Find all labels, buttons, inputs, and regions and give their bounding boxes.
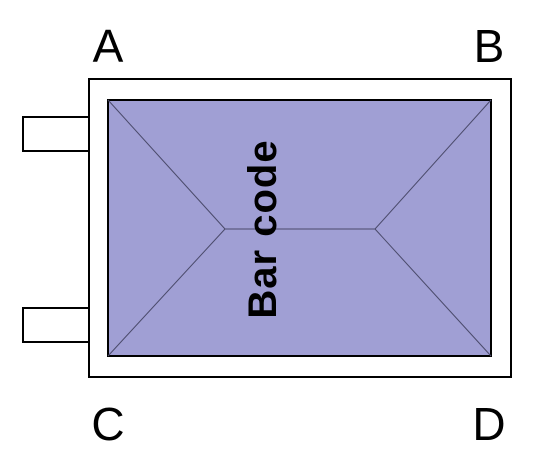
corner-label-c: C: [91, 398, 124, 450]
corner-label-d: D: [472, 398, 505, 450]
bottom-side-tab: [22, 307, 90, 343]
face-lines: [107, 99, 492, 357]
corner-label-b: B: [474, 20, 505, 72]
barcode-label: Bar code: [241, 139, 285, 318]
barcode-area: [107, 99, 492, 357]
corner-label-a: A: [93, 20, 124, 72]
top-side-tab: [22, 116, 90, 152]
